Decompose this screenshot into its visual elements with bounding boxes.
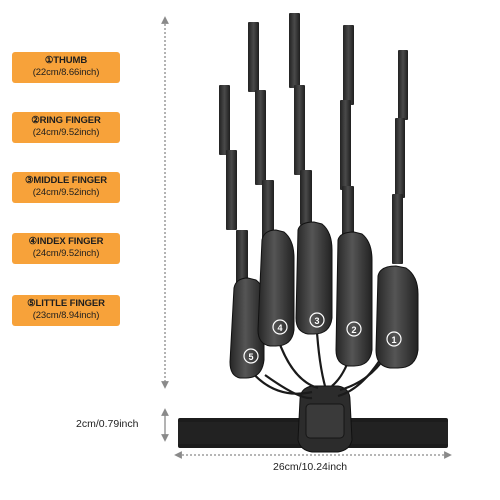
label-little-finger-size: (23cm/8.94inch) [32, 310, 100, 321]
label-index-finger: ④INDEX FINGER (24cm/9.52inch) [12, 233, 120, 264]
label-little-finger-name: ⑤LITTLE FINGER [27, 298, 105, 309]
label-middle-finger: ③MIDDLE FINGER (24cm/9.52inch) [12, 172, 120, 203]
index-finger-module [248, 22, 295, 347]
finger-number-2-text: 2 [351, 325, 356, 335]
little-finger-module [219, 85, 265, 379]
label-index-finger-size: (24cm/9.52inch) [32, 248, 100, 259]
label-ring-finger: ②RING FINGER (24cm/9.52inch) [12, 112, 120, 143]
label-ring-finger-name: ②RING FINGER [31, 115, 101, 126]
label-middle-finger-size: (24cm/9.52inch) [32, 187, 100, 198]
finger-number-1-text: 1 [391, 335, 396, 345]
label-little-finger: ⑤LITTLE FINGER (23cm/8.94inch) [12, 295, 120, 326]
strap-height-label: 2cm/0.79inch [76, 418, 139, 430]
label-thumb-name: ①THUMB [44, 55, 88, 66]
label-middle-finger-name: ③MIDDLE FINGER [24, 175, 108, 186]
finger-number-1: 1 [386, 331, 402, 347]
middle-finger-module [289, 13, 333, 335]
total-width-label: 26cm/10.24inch [273, 461, 348, 473]
finger-number-5: 5 [243, 348, 259, 364]
finger-number-4: 4 [272, 319, 288, 335]
thumb-module [375, 50, 419, 369]
label-thumb-size: (22cm/8.66inch) [32, 67, 100, 78]
finger-number-3: 3 [309, 312, 325, 328]
finger-number-5-text: 5 [248, 352, 253, 362]
label-thumb: ①THUMB (22cm/8.66inch) [12, 52, 120, 83]
label-index-finger-name: ④INDEX FINGER [28, 236, 104, 247]
ring-finger-module [335, 25, 373, 367]
finger-number-4-text: 4 [277, 323, 282, 333]
label-ring-finger-size: (24cm/9.52inch) [32, 127, 100, 138]
finger-number-3-text: 3 [314, 316, 319, 326]
finger-number-2: 2 [346, 321, 362, 337]
